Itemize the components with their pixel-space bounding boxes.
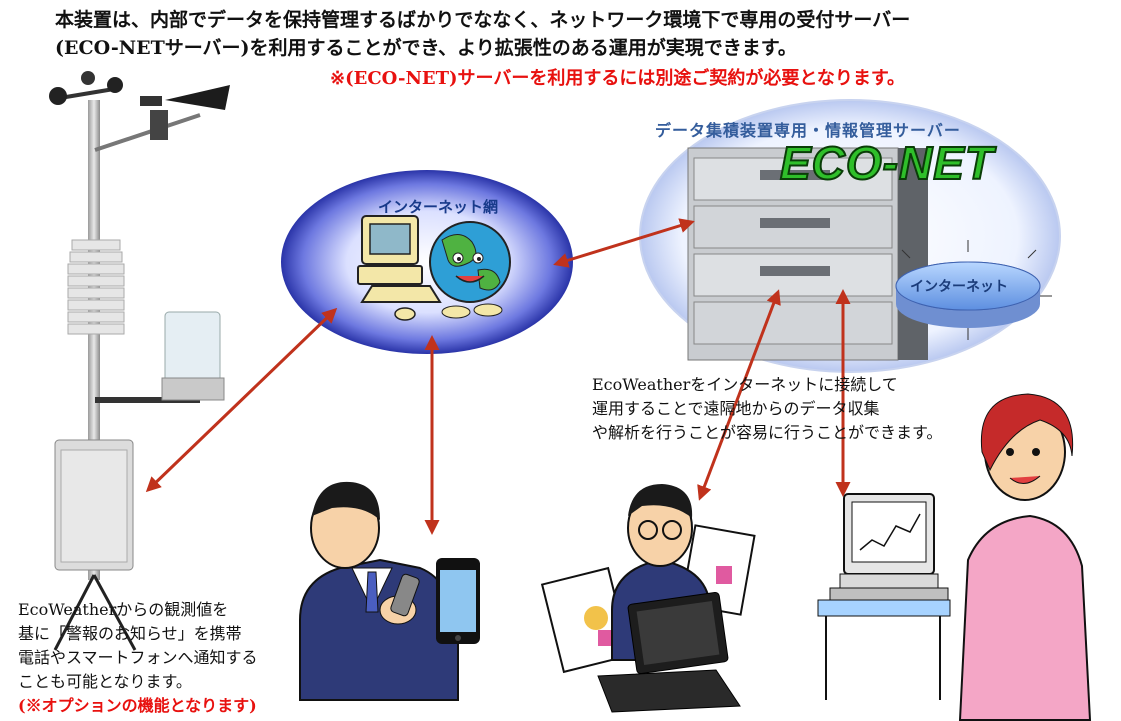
weather-station-illustration bbox=[49, 71, 230, 651]
internet-network-label: インターネット網 bbox=[378, 198, 499, 216]
man-with-mobile-phone-illustration bbox=[299, 481, 459, 701]
alert-line-1: EcoWeatherからの観測値を bbox=[18, 600, 229, 619]
remote-access-description: EcoWeatherをインターネットに接続して 運用することで遠隔地からのデータ… bbox=[592, 373, 942, 445]
remote-line-2: 運用することで遠隔地からのデータ収集 bbox=[592, 399, 880, 418]
eco-net-logo: ECO-NET bbox=[779, 136, 994, 190]
intro-line-2: (ECO-NETサーバー)を利用することができ、より拡張性のある運用が実現できま… bbox=[55, 37, 797, 59]
alert-line-2: 基に「警報のお知らせ」を携帯 bbox=[18, 624, 242, 643]
woman-with-computer-illustration bbox=[817, 393, 1092, 721]
connection-arrows bbox=[145, 218, 851, 535]
contract-notice: ※(ECO-NET)サーバーを利用するには別途ご契約が必要となります。 bbox=[330, 68, 906, 89]
internet-disc-label: インターネット bbox=[910, 279, 1008, 295]
alert-line-3: 電話やスマートフォンへ通知する bbox=[18, 648, 258, 667]
alert-line-4: ことも可能となります。 bbox=[18, 672, 192, 691]
server-caption: データ集積装置専用・情報管理サーバー bbox=[655, 121, 961, 140]
man-with-laptop-illustration bbox=[540, 484, 756, 713]
alert-notification-description: EcoWeatherからの観測値を 基に「警報のお知らせ」を携帯 電話やスマート… bbox=[18, 598, 258, 718]
intro-paragraph: 本装置は、内部でデータを保持管理するばかりでななく、ネットワーク環境下で専用の受… bbox=[55, 6, 1105, 62]
intro-line-1: 本装置は、内部でデータを保持管理するばかりでななく、ネットワーク環境下で専用の受… bbox=[55, 9, 911, 31]
smartphone-illustration bbox=[436, 558, 480, 644]
remote-line-3: や解析を行うことが容易に行うことができます。 bbox=[592, 423, 943, 442]
arrow-station-to-internet bbox=[145, 307, 338, 493]
arrow-internet-to-server bbox=[553, 218, 695, 268]
option-note: (※オプションの機能となります) bbox=[18, 696, 257, 715]
internet-cloud-oval bbox=[281, 170, 573, 354]
remote-line-1: EcoWeatherをインターネットに接続して bbox=[592, 375, 898, 394]
arrow-server-to-laptop-user bbox=[697, 289, 781, 501]
